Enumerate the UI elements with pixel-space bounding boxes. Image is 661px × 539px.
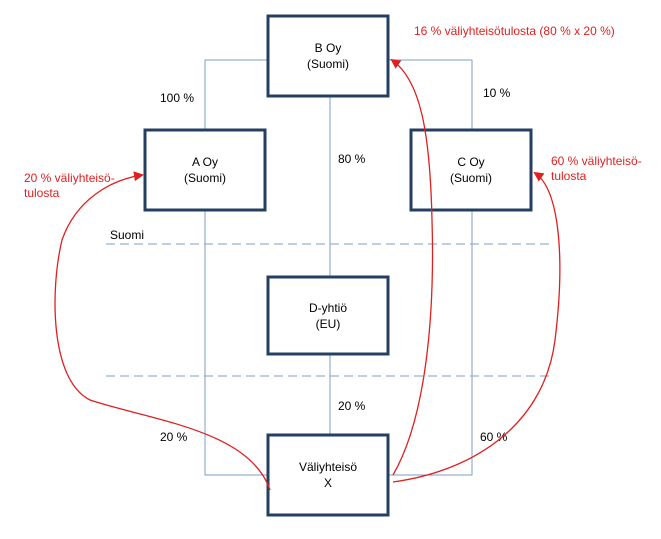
box-a-oy[interactable] bbox=[143, 128, 267, 212]
note-a-income-line1: 20 % väliyhteisö- bbox=[24, 171, 115, 185]
region-separators bbox=[106, 243, 552, 377]
box-valiyhteiso-x[interactable] bbox=[266, 433, 390, 517]
b-oy-name: B Oy bbox=[315, 41, 342, 55]
pct-d-to-x: 20 % bbox=[338, 399, 366, 413]
note-c-income-line2: tulosta bbox=[551, 169, 587, 183]
connector-b-c-x bbox=[388, 59, 473, 476]
connectors bbox=[204, 59, 473, 476]
d-yhtio-name: D-yhtiö bbox=[309, 301, 347, 315]
box-b-oy[interactable] bbox=[266, 14, 390, 98]
b-oy-country: (Suomi) bbox=[307, 57, 349, 71]
valiyhteiso-country: X bbox=[324, 476, 332, 490]
note-c-income-line1: 60 % väliyhteisö- bbox=[551, 154, 642, 168]
arrow-x-to-b bbox=[390, 58, 434, 476]
region-label-suomi: Suomi bbox=[110, 228, 144, 242]
income-annotations: 16 % väliyhteisötulosta (80 % x 20 %) 20… bbox=[24, 24, 642, 200]
box-d-yhtio[interactable] bbox=[266, 275, 390, 356]
pct-b-to-c: 10 % bbox=[483, 86, 511, 100]
pct-b-to-a: 100 % bbox=[160, 91, 194, 105]
entity-boxes bbox=[143, 14, 533, 517]
note-b-income: 16 % väliyhteisötulosta (80 % x 20 %) bbox=[414, 24, 615, 38]
pct-c-to-x: 60 % bbox=[480, 430, 508, 444]
pct-a-to-x: 20 % bbox=[160, 430, 188, 444]
pct-b-to-d: 80 % bbox=[338, 152, 366, 166]
box-c-oy[interactable] bbox=[409, 128, 533, 212]
a-oy-country: (Suomi) bbox=[184, 171, 226, 185]
valiyhteiso-name: Väliyhteisö bbox=[299, 460, 357, 474]
arrow-x-to-c bbox=[392, 171, 561, 483]
arrow-x-to-a bbox=[54, 171, 271, 491]
income-arrows bbox=[54, 58, 561, 491]
a-oy-name: A Oy bbox=[192, 155, 218, 169]
connector-b-a-x bbox=[204, 59, 268, 476]
d-yhtio-country: (EU) bbox=[316, 317, 341, 331]
note-a-income-line2: tulosta bbox=[24, 186, 60, 200]
ownership-labels: 100 % 10 % 80 % 20 % 20 % 60 % bbox=[160, 86, 511, 444]
c-oy-country: (Suomi) bbox=[450, 171, 492, 185]
c-oy-name: C Oy bbox=[457, 155, 484, 169]
